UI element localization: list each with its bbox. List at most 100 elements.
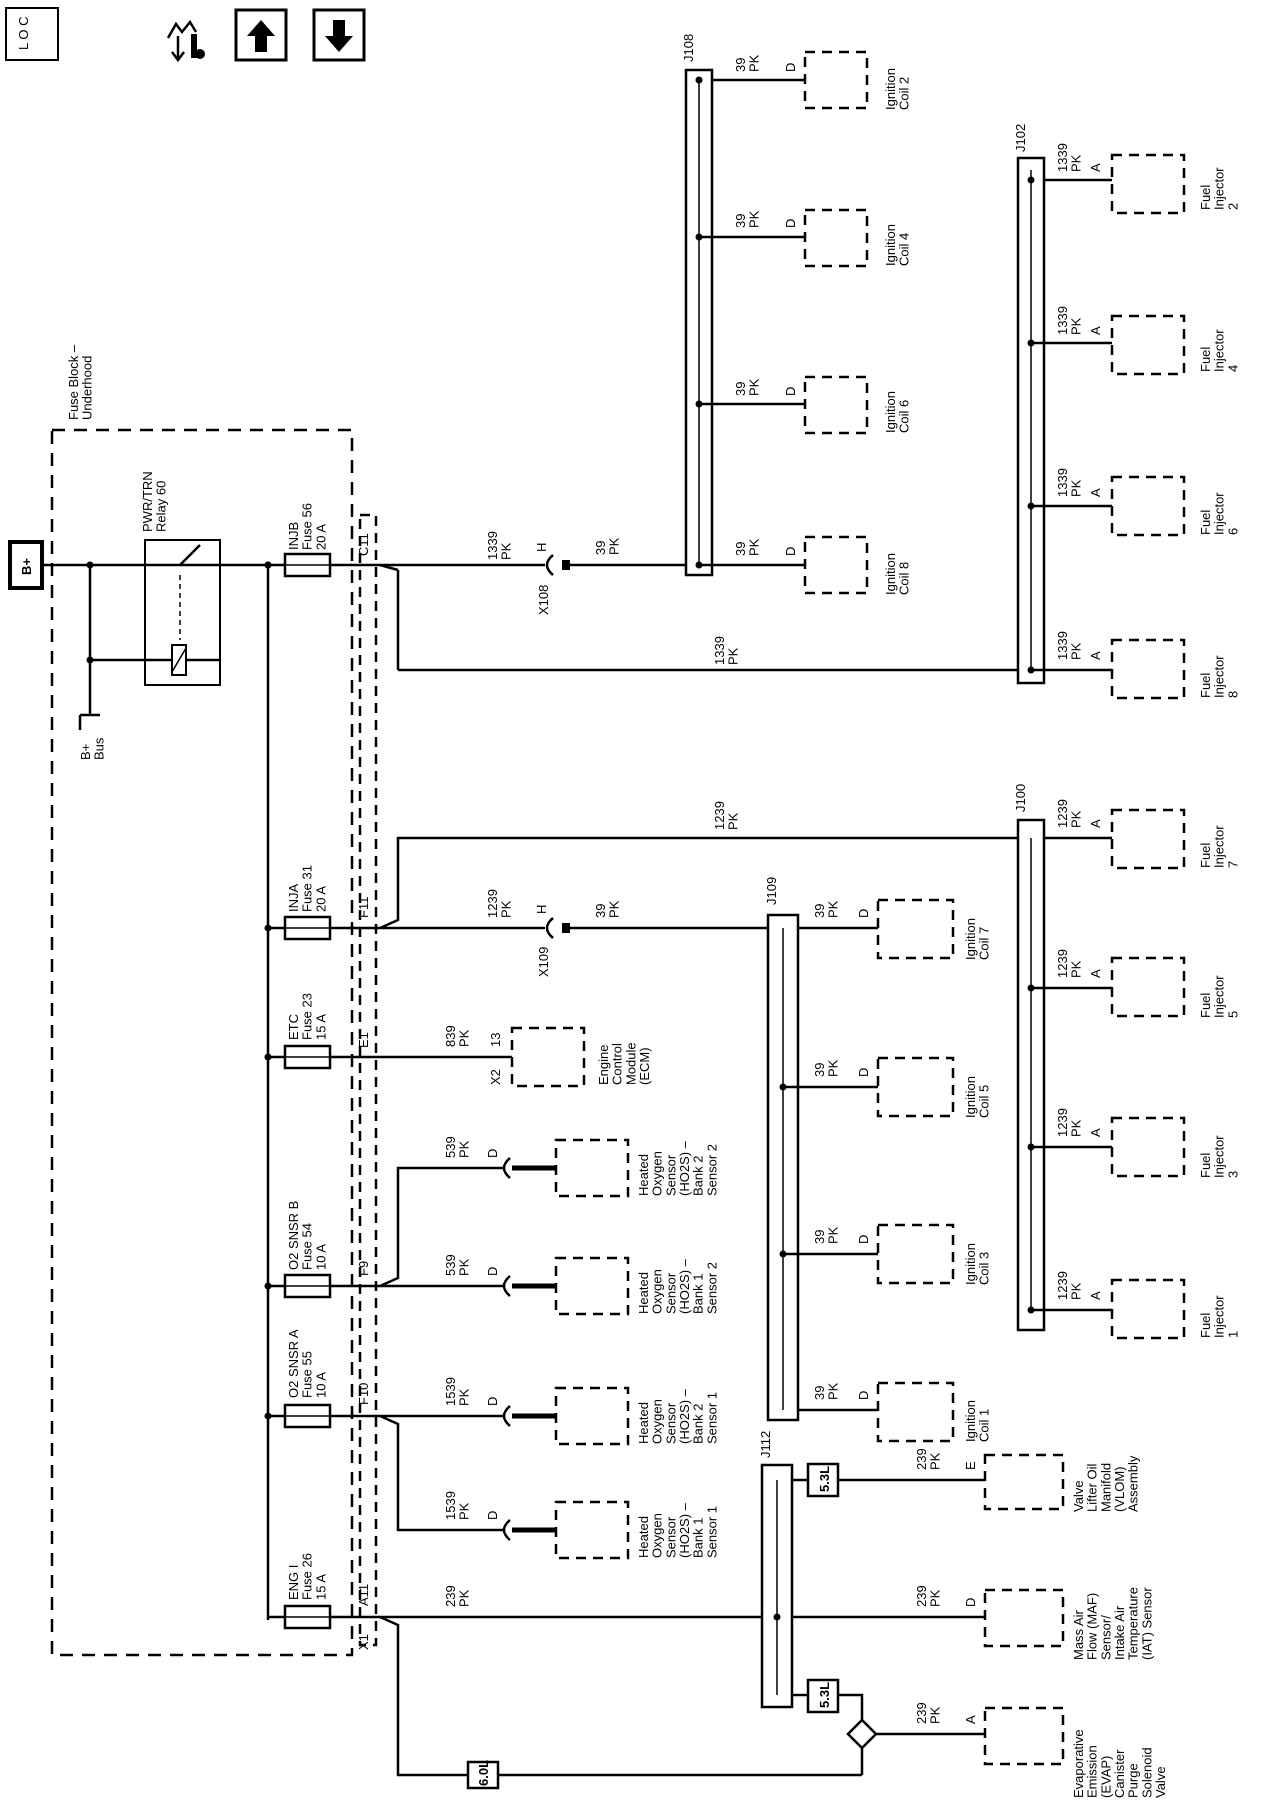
svg-text:239PK: 239PK (914, 1448, 943, 1470)
pin-f9: F9 (356, 1261, 371, 1276)
engine-control-module[interactable] (510, 1026, 586, 1088)
ignition-coil-7[interactable] (876, 898, 955, 960)
option-diamond (846, 1718, 878, 1750)
svg-text:D: D (485, 1149, 500, 1158)
svg-text:HeatedOxygenSensor(HO2S) –Bank: HeatedOxygenSensor(HO2S) –Bank 2Sensor 2 (636, 1140, 719, 1196)
svg-text:A: A (1088, 1291, 1103, 1300)
fuse-o2-snsr-a[interactable]: O2 SNSR AFuse 5510 A (264, 1329, 332, 1429)
fuse-o2-snsr-b[interactable]: O2 SNSR BFuse 5410 A (264, 1201, 332, 1299)
svg-text:D: D (783, 63, 798, 72)
ignition-coil-6[interactable] (803, 375, 869, 435)
svg-text:D: D (783, 219, 798, 228)
pin-f11: F11 (356, 897, 371, 918)
svg-text:6.0L: 6.0L (476, 1760, 491, 1786)
ho2s-bank2-sensor1[interactable] (554, 1386, 630, 1446)
up-arrow-button[interactable] (234, 8, 288, 62)
relay-box (144, 539, 221, 686)
svg-text:J112: J112 (758, 1431, 773, 1458)
svg-text:IgnitionCoil 5: IgnitionCoil 5 (963, 1076, 992, 1118)
svg-text:239PK: 239PK (914, 1702, 943, 1724)
svg-text:1239PK: 1239PK (712, 801, 741, 830)
injector-branch-2: 1339PK A FuelInjector2 (1027, 143, 1240, 215)
ignition-coil-5[interactable] (876, 1056, 955, 1118)
svg-text:ETCFuse 2315 A: ETCFuse 2315 A (286, 993, 328, 1040)
svg-text:D: D (856, 1235, 871, 1244)
injector-branch-7: 1239PK A FuelInjector7 (1044, 799, 1240, 870)
svg-text:FuelInjector8: FuelInjector8 (1198, 655, 1240, 698)
svg-text:X108: X108 (536, 585, 551, 615)
svg-text:IgnitionCoil 2: IgnitionCoil 2 (883, 68, 912, 110)
svg-text:FuelInjector1: FuelInjector1 (1198, 1295, 1240, 1338)
ho2s-bank1-sensor1[interactable] (554, 1500, 630, 1560)
ignition-coil-2[interactable] (803, 50, 869, 110)
fuel-injector-1[interactable] (1110, 1278, 1186, 1340)
svg-text:1239PK: 1239PK (485, 889, 514, 918)
svg-text:INJBFuse 5620 A: INJBFuse 5620 A (286, 503, 328, 550)
svg-text:1339PK: 1339PK (1055, 468, 1084, 497)
pin-c11: C11 (356, 533, 371, 556)
fuel-injector-4[interactable] (1110, 314, 1186, 376)
fuel-injector-8[interactable] (1110, 638, 1186, 700)
pin-e1: E1 (356, 1032, 371, 1048)
svg-text:FuelInjector5: FuelInjector5 (1198, 975, 1240, 1018)
svg-text:IgnitionCoil 1: IgnitionCoil 1 (963, 1400, 992, 1442)
ho2s-bank2-sensor2[interactable] (554, 1138, 630, 1198)
svg-text:ENG IFuse 2615 A: ENG IFuse 2615 A (286, 1553, 328, 1600)
loc-button[interactable]: L O C (5, 7, 59, 61)
pin-x1: X1 (356, 1634, 371, 1650)
svg-text:J108: J108 (681, 34, 696, 62)
ignition-coil-8[interactable] (803, 535, 869, 595)
fuse-eng-i[interactable]: ENG IFuse 2615 A (268, 1553, 332, 1630)
svg-text:39PK: 39PK (812, 1382, 841, 1400)
fuel-injector-7[interactable] (1110, 808, 1186, 870)
svg-text:1539PK: 1539PK (443, 1491, 472, 1520)
svg-text:A: A (1088, 326, 1103, 335)
fuel-injector-3[interactable] (1110, 1116, 1186, 1178)
wiring-navigation-icon[interactable] (166, 19, 205, 63)
coil-branch-6: 39PK D IgnitionCoil 6 (695, 375, 912, 435)
ignition-coil-3[interactable] (876, 1223, 955, 1285)
fuel-injector-6[interactable] (1110, 475, 1186, 537)
svg-text:13: 13 (488, 1033, 503, 1047)
option-5-3l-b (806, 1678, 840, 1714)
svg-text:D: D (485, 1397, 500, 1406)
valve-lifter-oil-manifold[interactable] (983, 1453, 1065, 1511)
ho2s-b2s2-branch: 539PK D HeatedOxygenSensor(HO2S) –Bank 2… (443, 1136, 719, 1198)
svg-text:539PK: 539PK (443, 1136, 472, 1158)
svg-text:HeatedOxygenSensor(HO2S) –Bank: HeatedOxygenSensor(HO2S) –Bank 1Sensor 2 (636, 1258, 719, 1314)
svg-text:1339PK: 1339PK (1055, 143, 1084, 172)
svg-text:39PK: 39PK (812, 1059, 841, 1077)
svg-text:IgnitionCoil 4: IgnitionCoil 4 (883, 224, 912, 266)
svg-text:FuelInjector3: FuelInjector3 (1198, 1135, 1240, 1178)
svg-text:H: H (534, 905, 549, 914)
svg-text:39PK: 39PK (812, 900, 841, 918)
ignition-coil-1[interactable] (876, 1381, 955, 1443)
fuel-injector-5[interactable] (1110, 956, 1186, 1018)
ignition-coil-4[interactable] (803, 208, 869, 268)
svg-text:HeatedOxygenSensor(HO2S) –Bank: HeatedOxygenSensor(HO2S) –Bank 1Sensor 1 (636, 1502, 719, 1558)
svg-text:X109: X109 (536, 947, 551, 977)
fuse-inja[interactable]: INJAFuse 3120 A (264, 865, 332, 941)
coil-branch-8: 39PK D IgnitionCoil 8 (695, 535, 912, 595)
coil-branch-3: 39PK D IgnitionCoil 3 (779, 1223, 992, 1285)
ho2s-bank1-sensor2[interactable] (554, 1256, 630, 1316)
connector-x109: H X109 (534, 905, 570, 977)
svg-text:ValveLifter OilManifold(VLOM)A: ValveLifter OilManifold(VLOM)Assembly (1071, 1455, 1141, 1512)
maf-branch: 239PK D Mass AirFlow (MAF)Sensor/Intake … (792, 1585, 1154, 1660)
svg-text:A: A (1088, 488, 1103, 497)
svg-text:H: H (534, 543, 549, 552)
svg-text:INJAFuse 3120 A: INJAFuse 3120 A (286, 865, 328, 912)
fuse-etc[interactable]: ETCFuse 2315 A (264, 993, 332, 1070)
pin-a11: A11 (356, 1584, 371, 1606)
connector-x108: H X108 (534, 543, 570, 615)
down-arrow-button[interactable] (312, 8, 366, 62)
svg-text:1239PK: 1239PK (1055, 1108, 1084, 1137)
svg-text:EvaporativeEmission(EVAP)Canis: EvaporativeEmission(EVAP)CanisterPurgeSo… (1071, 1729, 1168, 1798)
svg-text:FuelInjector7: FuelInjector7 (1198, 825, 1240, 868)
coil-branch-1: 39PK D IgnitionCoil 1 (798, 1381, 992, 1443)
fuel-injector-2[interactable] (1110, 153, 1186, 215)
mass-air-flow-sensor[interactable] (983, 1588, 1065, 1648)
svg-text:1239PK: 1239PK (1055, 1271, 1084, 1300)
evap-purge-solenoid[interactable] (983, 1706, 1065, 1766)
svg-text:HeatedOxygenSensor(HO2S) –Bank: HeatedOxygenSensor(HO2S) –Bank 2Sensor 1 (636, 1388, 719, 1444)
